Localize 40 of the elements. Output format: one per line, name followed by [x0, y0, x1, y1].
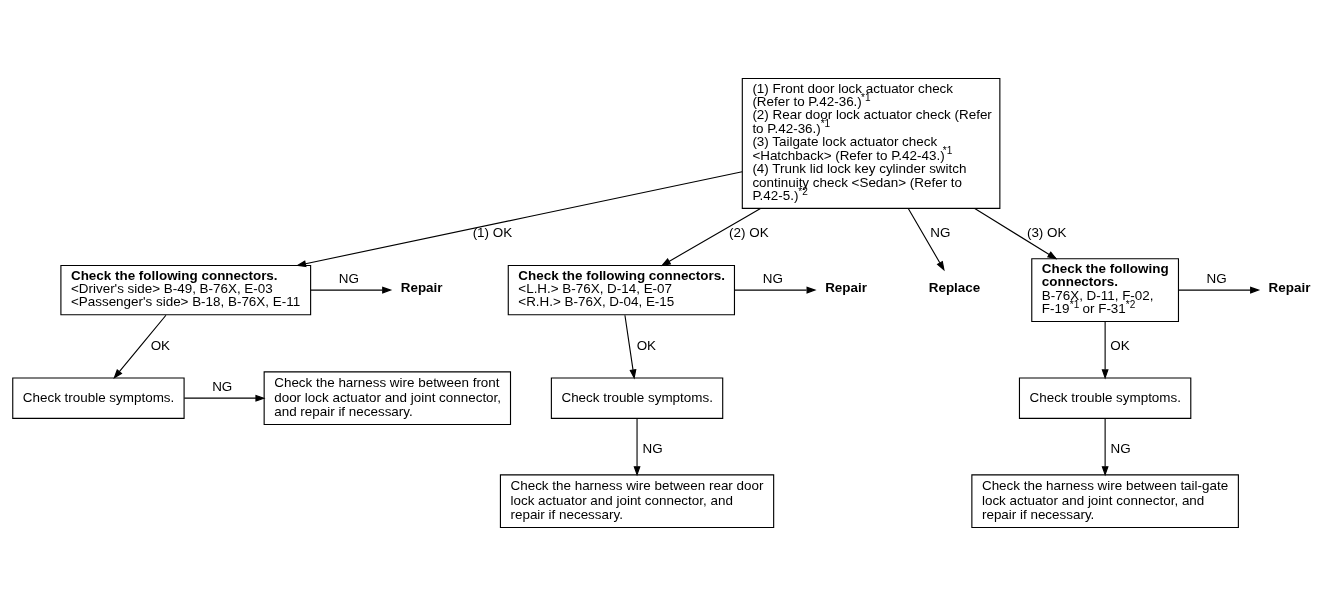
- edge-label: NG: [642, 440, 663, 456]
- node-box: (1) Front door lock actuator check (Refer to P.42-36.)$^{*1}$ (2) Rear door lock actuator check (Refer to P.42-36.)$^{*1}$ (3) Tailgate lock actuator check <Hatchback> (Refer to P.42-43.)$^{*1}$ (4) Trunk lid lock key cylinder switch continuity check <Sedan> (Refer to P.42-5.)$^{*2}$: [741, 77, 1001, 209]
- arrow: [624, 314, 637, 379]
- edge-label: (1) OK: [472, 224, 513, 240]
- node-box: Check the harness wire between front door lock actuator and joint connector, and repair if necessary.: [263, 370, 512, 425]
- node-text: Replace: [928, 279, 981, 295]
- arrow: [633, 417, 641, 476]
- arrow: [113, 314, 167, 379]
- edge-label: (3) OK: [1026, 224, 1067, 240]
- arrow: [974, 207, 1058, 260]
- arrow: [660, 207, 762, 266]
- arrow: [1101, 320, 1109, 379]
- edge-label: OK: [150, 337, 171, 353]
- edge-label: NG: [1206, 270, 1227, 286]
- arrow: [183, 394, 266, 402]
- node-text: Repair: [400, 279, 443, 295]
- arrow: [1101, 417, 1109, 476]
- edge-label: NG: [212, 378, 233, 394]
- edge-label: OK: [636, 337, 657, 353]
- edge-label: (2) OK: [729, 224, 769, 240]
- node-box: Check trouble symptoms.: [1018, 376, 1192, 419]
- node-text: Repair: [1268, 279, 1311, 295]
- node-box: Check the following connectors. B-76X, D-11, F-02, F-19$^{*1}$ or F-31$^{*2}$: [1031, 257, 1180, 322]
- node-box: Check trouble symptoms.: [550, 376, 724, 419]
- edge-label: NG: [1110, 440, 1131, 456]
- arrow: [295, 170, 743, 267]
- arrow: [734, 286, 817, 294]
- node-box: Check the following connectors. <L.H.> B-76X, D-14, E-07 <R.H.> B-76X, D-04, E-15: [507, 264, 736, 315]
- arrow: [1178, 286, 1261, 294]
- edge-label: NG: [930, 224, 951, 240]
- node-box: Check the following connectors. <Driver's side> B-49, B-76X, E-03 <Passenger's side> B-18, B-76X, E-11: [60, 264, 312, 315]
- edge-label: OK: [1110, 337, 1130, 353]
- node-box: Check trouble symptoms.: [12, 376, 185, 419]
- arrow: [907, 207, 945, 271]
- edge-label: NG: [338, 270, 359, 286]
- node-box: Check the harness wire between tail-gate lock actuator and joint connector, and repair if necessary.: [971, 473, 1239, 528]
- arrow: [310, 286, 393, 294]
- node-box: Check the harness wire between rear door lock actuator and joint connector, and repair if necessary.: [499, 473, 775, 528]
- edge-label: NG: [762, 270, 783, 286]
- node-text: Repair: [825, 279, 867, 295]
